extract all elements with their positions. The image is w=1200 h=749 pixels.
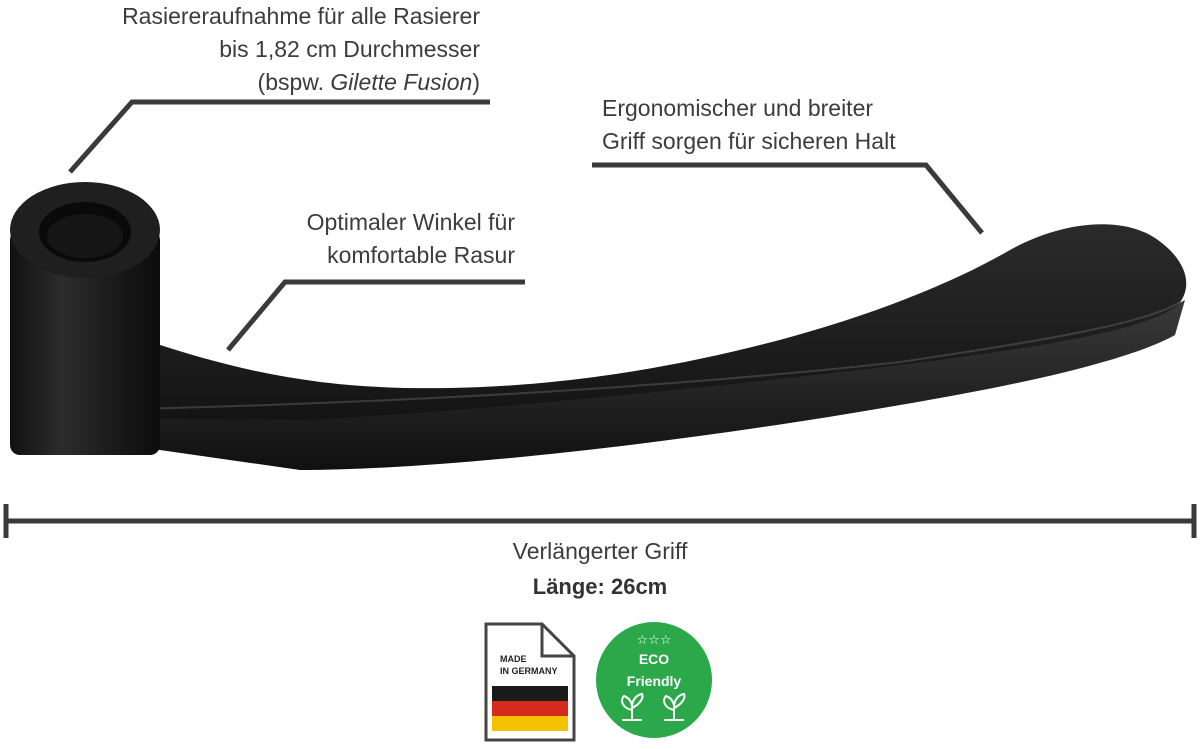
callout-holder: Rasiereraufnahme für alle Rasierer bis 1… [40,0,480,99]
callout-angle-line2: komfortable Rasur [327,242,515,268]
made-line1: MADE [500,654,527,664]
callout-grip-line1: Ergonomischer und breiter [602,95,874,121]
length-title: Verlängerter Griff [512,538,688,564]
sprout-icon [663,692,686,721]
callout-angle: Optimaler Winkel für komfortable Rasur [180,206,515,272]
leader-grip [592,162,984,235]
callout-holder-brand: Gilette Fusion [330,69,473,95]
callout-angle-line1: Optimaler Winkel für [306,209,515,235]
callout-holder-line3-prefix: (bspw. [257,69,331,95]
callout-holder-line3-suffix: ) [472,69,480,95]
callout-holder-line3: (bspw. Gilette Fusion) [40,66,480,99]
leader-angle [226,279,525,352]
flag-stripe-gold [492,716,568,731]
made-line2: IN GERMANY [500,666,558,676]
eco-line2: Friendly [627,673,682,689]
callout-grip-line2: Griff sorgen für sicheren Halt [602,128,896,154]
eco-line1: ECO [639,651,669,667]
stars-icon: ☆☆☆ [637,632,672,647]
flag-stripe-red [492,701,568,716]
flag-stripe-black [492,686,568,701]
callout-holder-line1: Rasiereraufnahme für alle Rasierer [122,3,480,29]
callout-holder-line2: bis 1,82 cm Durchmesser [219,36,480,62]
grip-top [80,224,1187,420]
leader-holder [68,99,490,174]
holder-cylinder [10,230,160,455]
sprout-icon [621,692,644,721]
made-in-germany-badge: MADE IN GERMANY [484,622,576,742]
eco-friendly-badge: ☆☆☆ ECO Friendly [596,622,712,738]
length-value: Länge: 26cm [532,574,668,599]
callout-grip: Ergonomischer und breiter Griff sorgen f… [602,92,1022,158]
